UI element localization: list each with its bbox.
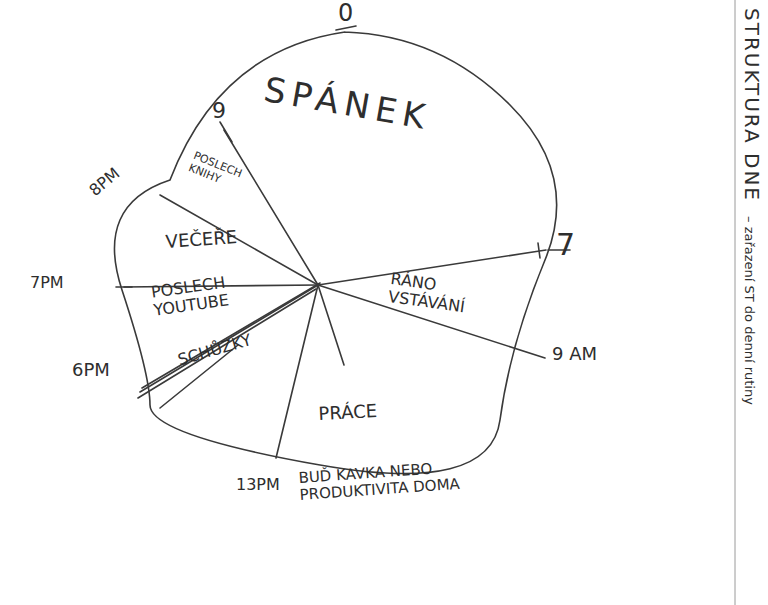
segment-label: POSLECH KNIHY (187, 150, 263, 200)
diagram-title: STRUKTURA DNE (740, 8, 764, 202)
segment-label: POSLECH YOUTUBE (150, 268, 269, 320)
pie-segment: RÁNO VSTÁVÁNÍ (387, 270, 516, 324)
pie-segment: SPÁNEK (261, 70, 434, 138)
segment-label: VEČEŘE (165, 227, 238, 253)
time-label: 7 (556, 228, 575, 263)
subtitle-note: – zařazení ST do denní rutiny (742, 216, 757, 405)
segment-label: PRÁCE (318, 401, 378, 425)
time-label: 6PM (72, 360, 110, 381)
pie-segment: POSLECH KNIHY (187, 150, 263, 200)
segment-label: RÁNO VSTÁVÁNÍ (387, 270, 516, 324)
time-label: 13PM (236, 476, 280, 494)
time-label: 9 AM (552, 344, 597, 365)
pie-segment: VEČEŘE (165, 227, 238, 253)
segment-label: SPÁNEK (261, 70, 434, 138)
time-label: 13PM (236, 476, 280, 494)
side-note: STRUKTURA DNE – zařazení ST do denní ruti… (740, 8, 764, 405)
time-label: 8PM (86, 164, 124, 200)
time-label: 7PM (30, 274, 64, 292)
time-label: 6PM (72, 360, 110, 381)
time-label: 7 (556, 228, 575, 263)
time-label: 9 (212, 98, 226, 123)
time-label: 9 (212, 98, 226, 123)
time-label: BUĎ KAVKA NEBO PRODUKTIVITA DOMA (298, 456, 500, 504)
pie-segment: POSLECH YOUTUBE (150, 268, 269, 320)
time-label: 9 AM (552, 344, 597, 365)
pie-segment: PRÁCE (318, 401, 378, 425)
time-label: 7PM (30, 274, 64, 292)
time-label: 8PM (86, 164, 124, 200)
time-label: 0 (338, 0, 353, 28)
time-label: BUĎ KAVKA NEBO PRODUKTIVITA DOMA (298, 456, 500, 504)
time-label: 0 (338, 0, 353, 28)
